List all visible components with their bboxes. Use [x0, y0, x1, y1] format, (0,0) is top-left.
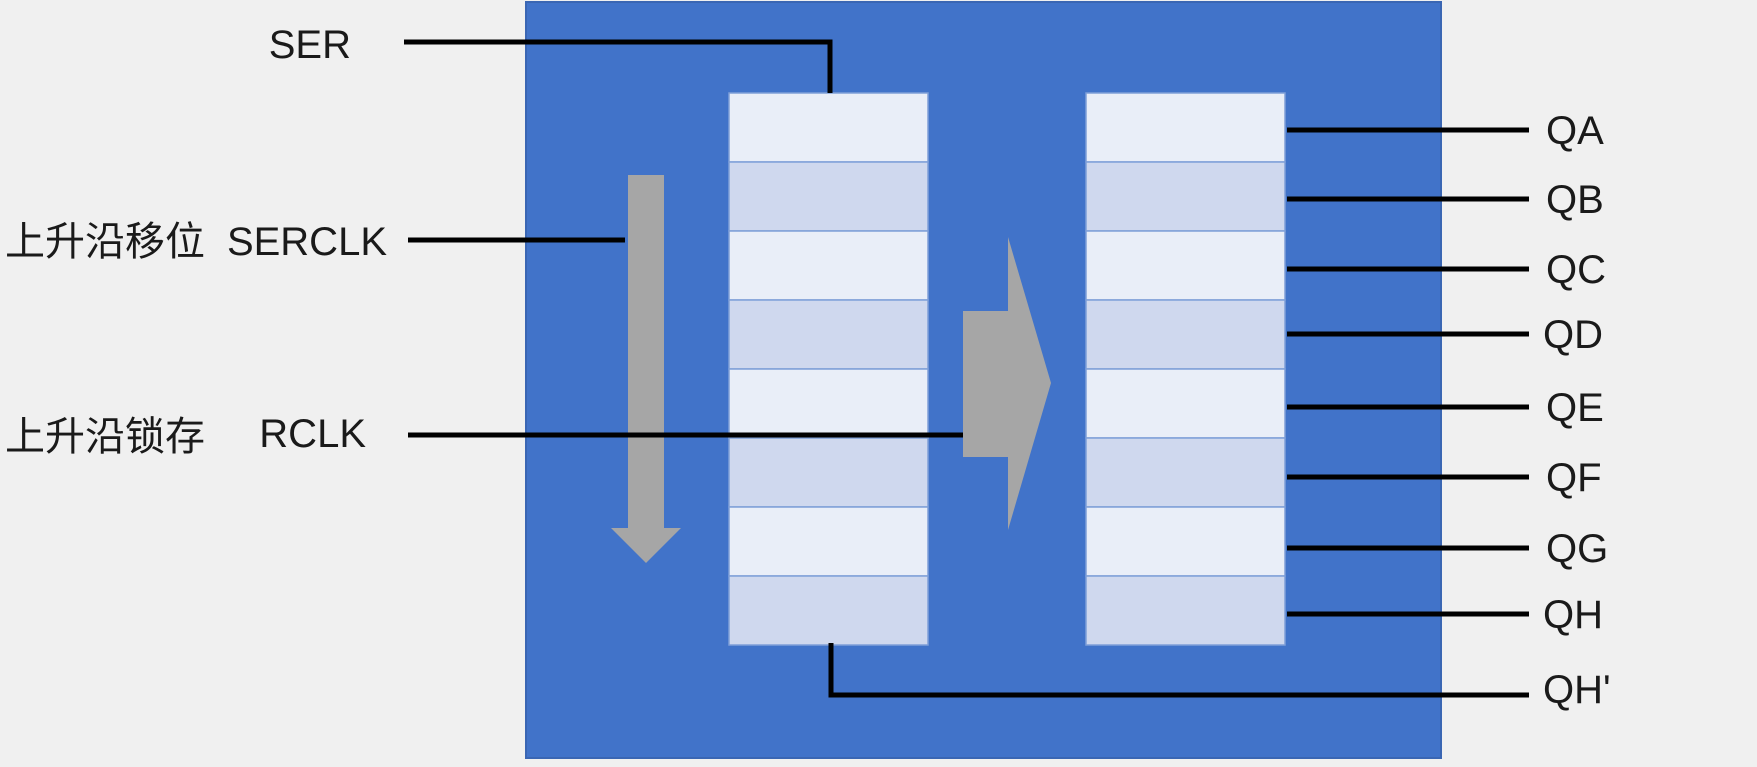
- output-label-qb: QB: [1546, 178, 1604, 222]
- output-label-qc: QC: [1546, 248, 1606, 292]
- serclk-note: 上升沿移位: [5, 219, 205, 265]
- storage-register-cell: [1085, 575, 1286, 646]
- shift-register-block: [728, 92, 929, 646]
- shift-register-cell: [728, 230, 929, 301]
- output-label-qg: QG: [1546, 527, 1608, 571]
- storage-register-cell: [1085, 506, 1286, 577]
- shift-register-cell: [728, 161, 929, 232]
- output-label-qe: QE: [1546, 386, 1604, 430]
- output-label-qf: QF: [1546, 456, 1602, 500]
- output-label-qd: QD: [1543, 313, 1603, 357]
- ser-wire: [404, 39, 833, 93]
- shift-register-cell: [728, 575, 929, 646]
- qh-prime-label: QH': [1543, 668, 1611, 712]
- output-labels: QA QB QC QD QE QF QG QH: [1543, 109, 1608, 637]
- shift-register-cell: [728, 506, 929, 577]
- shift-direction-arrow-icon: [611, 175, 681, 563]
- qh-prime-wire: [828, 643, 1529, 698]
- output-wires: [1287, 127, 1529, 617]
- latch-transfer-arrow-icon: [963, 237, 1051, 530]
- shift-register-cell: [728, 368, 929, 439]
- storage-register-block: [1085, 92, 1286, 646]
- storage-register-cell: [1085, 92, 1286, 163]
- rclk-label: RCLK: [259, 412, 366, 456]
- storage-register-cell: [1085, 368, 1286, 439]
- rclk-note: 上升沿锁存: [5, 414, 205, 460]
- storage-register-cell: [1085, 437, 1286, 508]
- storage-register-cell: [1085, 230, 1286, 301]
- storage-register-cell: [1085, 299, 1286, 370]
- shift-register-cell: [728, 92, 929, 163]
- storage-register-cell: [1085, 161, 1286, 232]
- output-label-qh: QH: [1543, 593, 1603, 637]
- shift-register-cell: [728, 299, 929, 370]
- ser-label: SER: [269, 23, 351, 67]
- shift-register-cell: [728, 437, 929, 508]
- serclk-label: SERCLK: [227, 220, 387, 264]
- output-label-qa: QA: [1546, 109, 1604, 153]
